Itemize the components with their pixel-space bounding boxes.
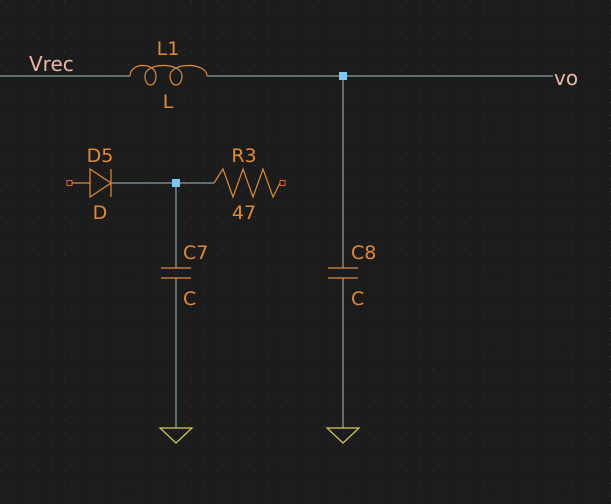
resistor-r3[interactable]: R3 47 <box>213 145 286 224</box>
capacitor-c8-value: C <box>351 288 364 310</box>
capacitor-c8-ref: C8 <box>351 242 376 264</box>
junction-mid-node[interactable] <box>172 179 180 187</box>
junction-vo-node[interactable] <box>339 72 347 80</box>
capacitor-c8[interactable]: C8 C <box>328 242 376 310</box>
diode-d5[interactable]: D5 D <box>66 145 114 224</box>
ground-symbol-c8[interactable] <box>325 427 361 444</box>
capacitor-c7-ref: C7 <box>183 242 208 264</box>
inductor-l1-value: L <box>163 91 174 113</box>
resistor-r3-pin[interactable] <box>279 180 286 186</box>
resistor-r3-ref: R3 <box>231 145 256 167</box>
ground-symbol-c7[interactable] <box>158 427 194 444</box>
inductor-l1[interactable]: L1 L <box>129 38 208 113</box>
net-label-vo[interactable]: vo <box>554 66 578 90</box>
net-label-vrec[interactable]: Vrec <box>29 52 74 76</box>
inductor-l1-ref: L1 <box>157 38 180 60</box>
capacitor-c7-value: C <box>183 288 196 310</box>
diode-d5-ref: D5 <box>87 145 114 167</box>
capacitor-c7[interactable]: C7 C <box>161 242 208 310</box>
resistor-r3-value: 47 <box>232 202 256 224</box>
diode-d5-value: D <box>93 202 108 224</box>
